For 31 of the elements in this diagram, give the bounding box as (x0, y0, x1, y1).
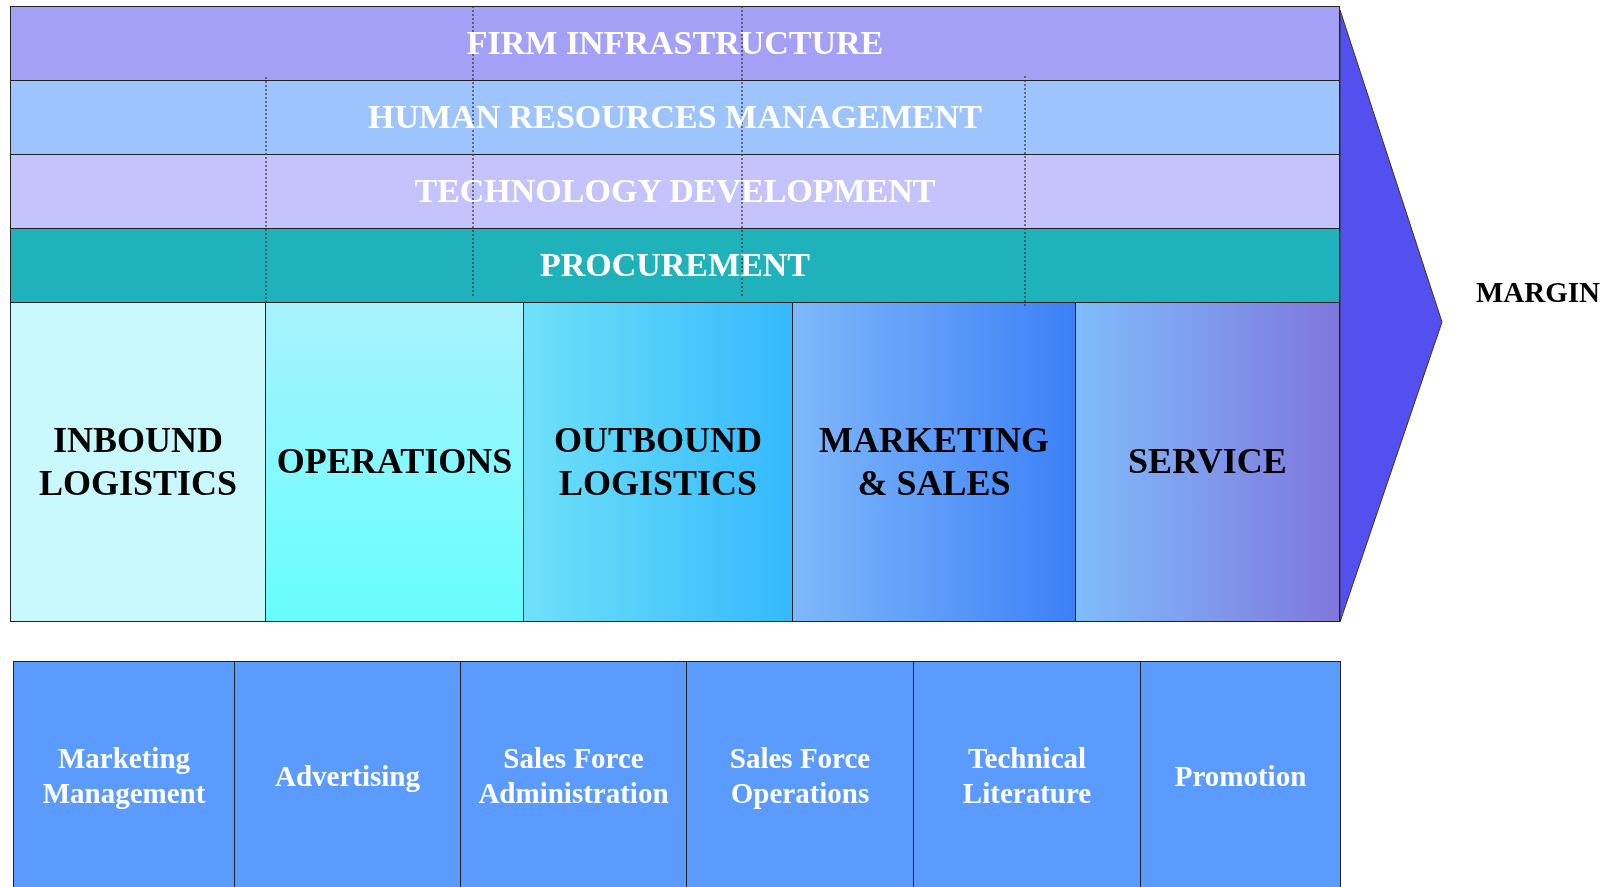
activity-box (10, 302, 266, 622)
activity-box (234, 661, 461, 887)
support-band (10, 228, 1340, 303)
activity-label: Sales Force Operations (728, 741, 872, 811)
margin-label: MARGIN (1476, 276, 1601, 309)
activity-label: Marketing Management (41, 741, 207, 811)
activity-box (523, 302, 793, 622)
band-title: FIRM INFRASTRUCTURE (466, 23, 884, 64)
activity-label: Promotion (1174, 758, 1307, 794)
activity-box (13, 661, 235, 887)
activity-box (1075, 302, 1340, 622)
support-band (10, 154, 1340, 229)
support-band (10, 80, 1340, 155)
band-title: TECHNOLOGY DEVELOPMENT (414, 171, 936, 212)
activity-box (792, 302, 1076, 622)
activity-label: INBOUND LOGISTICS (37, 418, 239, 505)
activity-box (460, 661, 687, 887)
activity-label: SERVICE (1127, 440, 1288, 484)
activity-label: MARKETING & SALES (818, 418, 1050, 505)
activity-box (265, 302, 524, 622)
activity-box (913, 661, 1141, 887)
activity-label: Sales Force Administration (477, 741, 670, 811)
activity-label: OPERATIONS (275, 440, 514, 484)
activity-box (1140, 661, 1341, 887)
band-title: PROCUREMENT (539, 245, 811, 286)
activity-box (686, 661, 914, 887)
band-title: HUMAN RESOURCES MANAGEMENT (368, 97, 982, 138)
activity-label: Technical Literature (961, 741, 1093, 811)
activity-label: Advertising (275, 758, 420, 794)
support-band (10, 6, 1340, 81)
activity-label: OUTBOUND LOGISTICS (553, 418, 763, 505)
